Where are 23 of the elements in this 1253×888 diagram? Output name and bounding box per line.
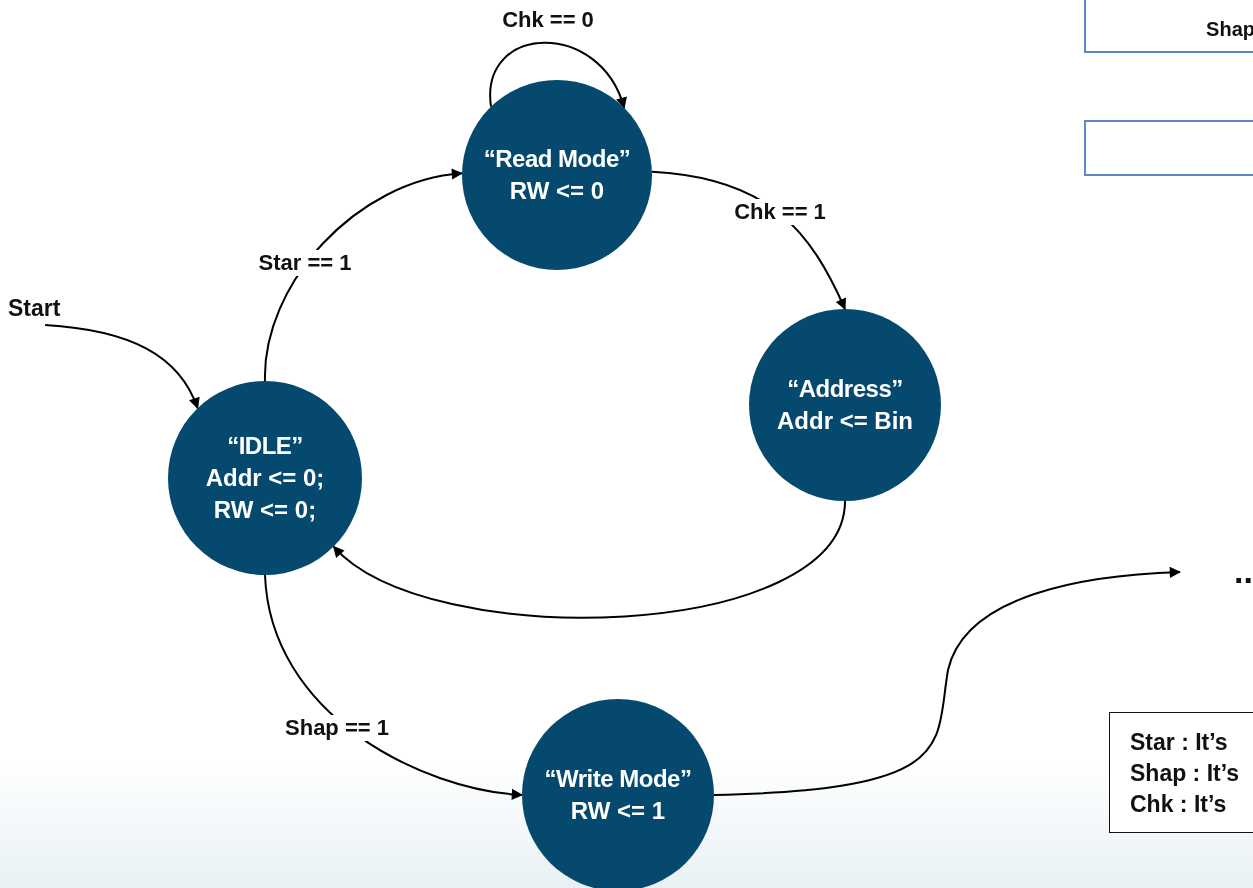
arrow — [44, 324, 199, 410]
bare-label: .. — [1180, 556, 1253, 596]
arrow — [264, 574, 523, 800]
note-text: Star : It’s — [1130, 728, 1229, 757]
note-box — [1109, 712, 1253, 833]
state-name: “IDLE” — [227, 431, 303, 461]
state-action: RW <= 1 — [570, 796, 666, 826]
arrow — [713, 566, 1181, 796]
note-box — [1084, 120, 1253, 176]
state-action: RW <= 0 — [509, 176, 605, 206]
state-name: “Read Mode” — [483, 144, 631, 174]
state-action: Addr <= Bin — [777, 406, 913, 436]
note-text: Shap : It’s — [1130, 759, 1241, 788]
state-name: “Write Mode” — [544, 764, 692, 794]
arrow — [264, 169, 463, 382]
state-action: Addr <= 0; RW <= 0; — [204, 463, 326, 525]
bare-label: Start — [8, 295, 78, 325]
arrow — [332, 500, 846, 619]
arrow — [489, 41, 626, 109]
note-text: Chk : It’s — [1130, 790, 1228, 819]
edge-label: Shap == 1 — [282, 715, 392, 741]
note-box — [1084, 0, 1253, 53]
state-name: “Address” — [787, 374, 903, 404]
